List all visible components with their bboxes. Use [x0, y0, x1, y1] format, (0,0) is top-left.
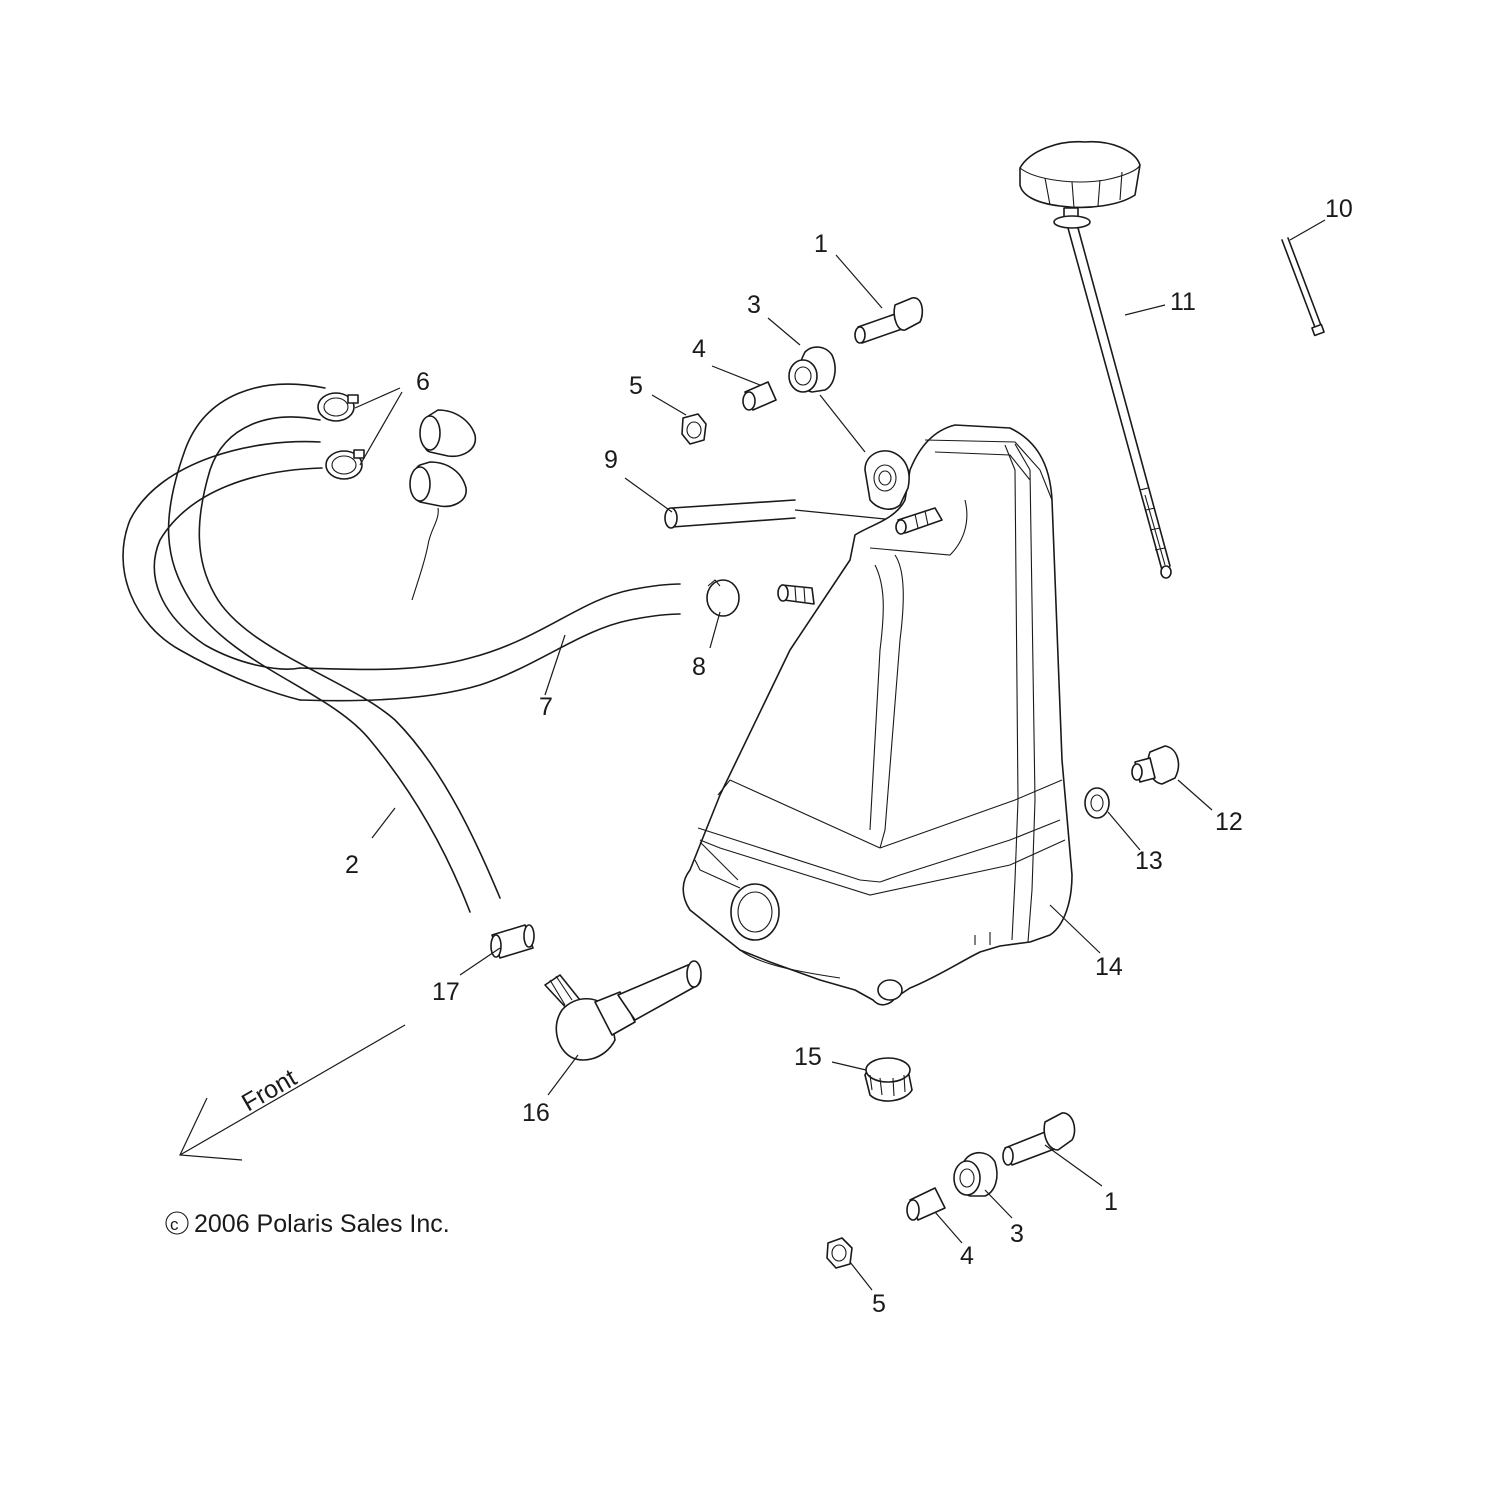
oil-tank-14 [682, 424, 1073, 1006]
tank-side-fitting [777, 584, 815, 605]
elbow-fitting-16 [544, 960, 702, 1061]
callout-7: 7 [539, 693, 553, 721]
callout-2: 2 [345, 851, 359, 879]
hose-cap-lower [409, 461, 467, 601]
callout-8: 8 [692, 653, 706, 681]
copyright-text: 2006 Polaris Sales Inc. [194, 1210, 450, 1238]
spacer-4-lower [906, 1187, 946, 1221]
callout-5-lower: 5 [872, 1290, 886, 1318]
callout-4-upper: 4 [692, 335, 706, 363]
callout-12: 12 [1215, 808, 1243, 836]
spacer-4-upper [742, 381, 777, 411]
nut-5-lower [826, 1237, 853, 1269]
clamp-6-upper [317, 392, 359, 422]
callout-9: 9 [604, 446, 618, 474]
callout-6: 6 [416, 368, 430, 396]
callout-15: 15 [794, 1043, 822, 1071]
washer-13 [1084, 787, 1110, 819]
hose-9 [664, 499, 896, 529]
nut-5-upper [681, 413, 707, 445]
callout-4-lower: 4 [960, 1242, 974, 1270]
grommet-3-lower [953, 1151, 998, 1197]
clamp-8 [706, 579, 740, 617]
callout-13: 13 [1135, 847, 1163, 875]
dipstick-rod-11 [1067, 227, 1172, 579]
callout-17: 17 [432, 978, 460, 1006]
callout-11: 11 [1170, 288, 1196, 316]
callout-14: 14 [1095, 953, 1123, 981]
callout-1-lower: 1 [1104, 1188, 1118, 1216]
callout-5-upper: 5 [629, 372, 643, 400]
hose-2 [122, 383, 501, 913]
hose-7 [299, 583, 681, 702]
callout-labels: 1 1 2 3 3 4 4 5 5 6 7 8 9 10 11 12 13 14… [345, 195, 1353, 1318]
copyright-notice: c 2006 Polaris Sales Inc. [165, 1210, 450, 1238]
callout-16: 16 [522, 1099, 550, 1127]
bolt-1-lower [1002, 1112, 1076, 1166]
dipstick-cap-11 [1019, 140, 1141, 229]
grommet-3-upper [788, 346, 836, 393]
hose-cap-upper [419, 409, 477, 458]
fitting-12 [1131, 745, 1180, 785]
callout-10: 10 [1325, 195, 1353, 223]
front-direction-arrow: Front [179, 1024, 406, 1161]
ferrule-17 [490, 924, 535, 959]
bolt-1-upper [854, 297, 924, 344]
copyright-symbol: c [170, 1215, 179, 1234]
plug-15 [864, 1057, 913, 1102]
callout-3-lower: 3 [1010, 1220, 1024, 1248]
clamp-6-lower [325, 449, 365, 480]
front-label: Front [237, 1064, 302, 1117]
leader-lines [354, 219, 1326, 1291]
callout-1-upper: 1 [814, 230, 828, 258]
callout-3-upper: 3 [747, 291, 761, 319]
strap-10 [1281, 237, 1325, 337]
